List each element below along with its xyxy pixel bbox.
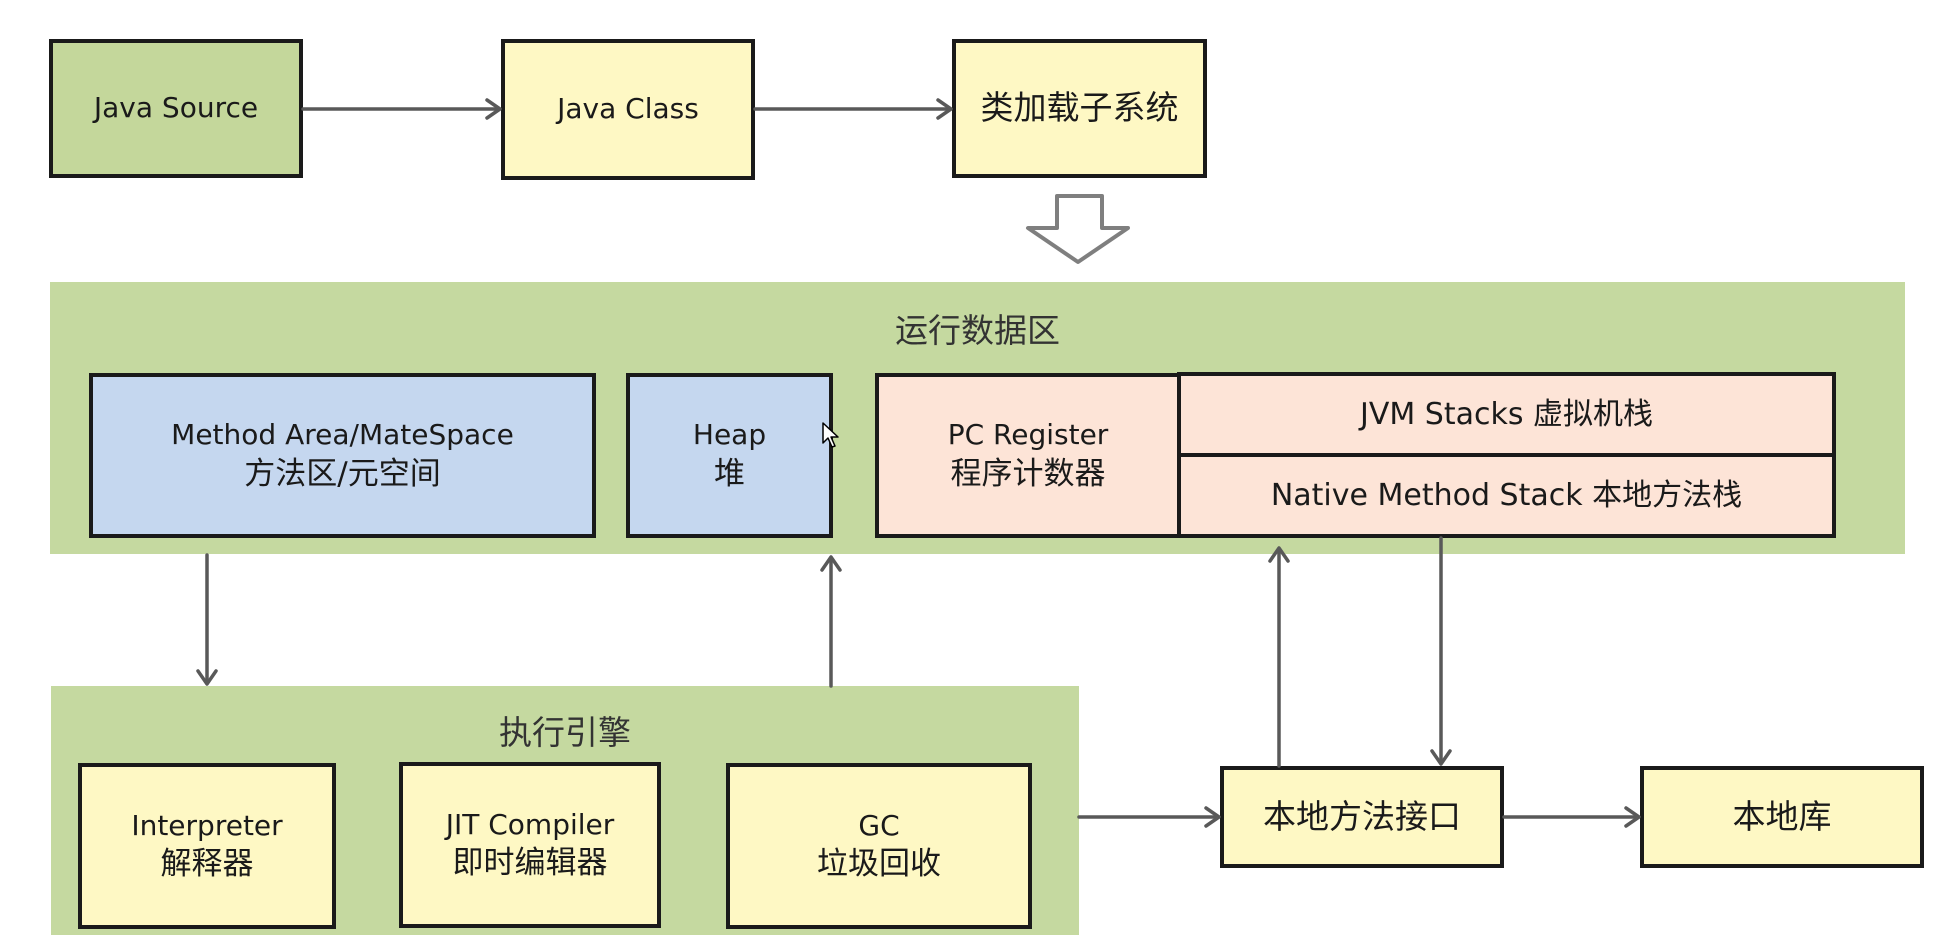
pc-register-en-label: PC Register xyxy=(947,418,1109,452)
arrow-source-to-class xyxy=(301,98,502,120)
native-library-node: 本地库 xyxy=(1640,766,1924,868)
pc-register-node: PC Register 程序计数器 xyxy=(875,373,1181,538)
jit-compiler-zh-label: 即时编辑器 xyxy=(452,845,608,882)
java-source-label: Java Source xyxy=(93,91,259,125)
method-area-zh-label: 方法区/元空间 xyxy=(244,455,441,492)
heap-en-label: Heap xyxy=(692,418,767,452)
mouse-cursor-icon xyxy=(822,422,839,448)
execution-engine-title: 执行引擎 xyxy=(499,713,631,752)
class-loader-label: 类加载子系统 xyxy=(980,88,1179,128)
method-area-node: Method Area/MateSpace 方法区/元空间 xyxy=(89,373,596,538)
jit-compiler-en-label: JIT Compiler xyxy=(445,807,615,841)
jvm-stacks-node: JVM Stacks 虚拟机栈 xyxy=(1177,372,1836,457)
native-interface-node: 本地方法接口 xyxy=(1220,766,1504,868)
arrow-method-area-to-engine xyxy=(196,553,218,686)
interpreter-node: Interpreter 解释器 xyxy=(78,763,336,929)
interpreter-en-label: Interpreter xyxy=(131,808,283,842)
runtime-data-area-title: 运行数据区 xyxy=(895,311,1060,350)
heap-node: Heap 堆 xyxy=(626,373,833,538)
pc-register-zh-label: 程序计数器 xyxy=(950,455,1106,492)
class-loader-node: 类加载子系统 xyxy=(952,39,1207,178)
hollow-down-arrow-icon xyxy=(1026,194,1130,264)
java-source-node: Java Source xyxy=(49,39,303,178)
jit-compiler-node: JIT Compiler 即时编辑器 xyxy=(399,762,661,928)
jvm-stacks-label: JVM Stacks 虚拟机栈 xyxy=(1359,397,1653,432)
arrow-class-to-loader xyxy=(753,98,953,120)
native-library-label: 本地库 xyxy=(1732,796,1832,836)
native-method-stack-label: Native Method Stack 本地方法栈 xyxy=(1270,478,1743,513)
java-class-node: Java Class xyxy=(501,39,755,180)
arrow-engine-to-heap xyxy=(820,555,842,688)
arrow-interface-to-native-stack xyxy=(1268,546,1290,768)
gc-node: GC 垃圾回收 xyxy=(726,763,1032,929)
heap-zh-label: 堆 xyxy=(714,455,745,492)
native-interface-label: 本地方法接口 xyxy=(1263,796,1461,836)
arrow-engine-to-interface xyxy=(1077,806,1221,828)
method-area-en-label: Method Area/MateSpace xyxy=(171,418,514,452)
java-class-label: Java Class xyxy=(557,92,699,126)
gc-en-label: GC xyxy=(858,808,900,842)
gc-zh-label: 垃圾回收 xyxy=(817,846,941,883)
arrow-native-stack-to-interface xyxy=(1430,536,1452,766)
interpreter-zh-label: 解释器 xyxy=(160,846,254,883)
arrow-interface-to-library xyxy=(1502,806,1641,828)
native-method-stack-node: Native Method Stack 本地方法栈 xyxy=(1177,453,1836,538)
